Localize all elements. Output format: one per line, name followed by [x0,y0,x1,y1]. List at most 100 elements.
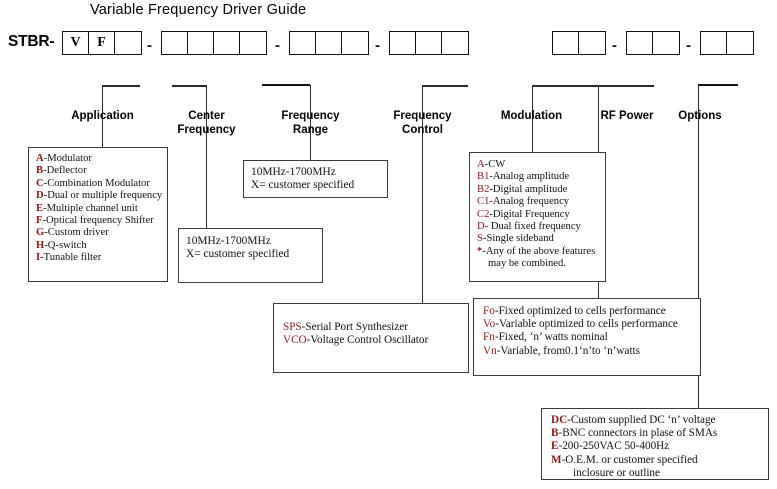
part-number-group-frequency-control[interactable] [389,31,469,55]
pn-cell[interactable] [553,32,579,54]
category-label-line: Control [402,123,443,136]
option-text: Dual or multiple frequency [47,190,163,202]
leader-tick-options [698,84,738,87]
category-label-line: Center [188,110,225,122]
option-sep: - [489,183,493,195]
part-number-prefix: STBR- [8,33,55,50]
option-sep: - [43,190,48,202]
leader-tick-center-frequency [172,85,206,87]
pn-cell[interactable] [442,32,468,54]
pn-cell[interactable] [416,32,442,54]
option-key: C1 [477,196,490,208]
category-label-line: Range [292,123,329,136]
part-number-group-frequency-range[interactable] [289,31,369,55]
pn-cell[interactable] [214,32,240,54]
category-label-frequency-control: Frequency Control [380,110,465,137]
option-key: B2 [477,183,490,195]
pn-cell[interactable] [627,32,653,54]
option-text: Multiple channel unit [46,202,138,214]
option-text: Any of the above features [485,245,596,257]
center-frequency-line: 10MHz-1700MHz [186,235,271,247]
option-key: Vo [483,318,496,331]
option-sep: - [40,252,44,264]
category-label-line: Application [71,110,134,122]
pn-cell[interactable] [701,32,727,54]
option-text: Digital amplitude [492,183,568,195]
category-label-line: Frequency [281,110,340,122]
option-key: H [36,239,45,251]
list-item: DC-Custom supplied DC ‘n’ voltage [551,414,768,427]
pn-cell[interactable] [727,32,753,54]
option-text: Custom driver [47,227,109,239]
option-sep: - [484,159,489,170]
option-text: Modulator [47,153,92,164]
option-text: Fixed, ‘n’ watts nominal [498,331,608,344]
category-label-center-frequency: Center Frequency [164,110,249,137]
option-key: B [36,165,44,177]
list-item: VCO-Voltage Control Oscillator [283,334,468,347]
option-sep: - [43,202,47,214]
option-key: VCO [283,334,307,346]
frequency-range-line: 10MHz-1700MHz [251,166,336,178]
center-frequency-detail-box: 10MHz-1700MHz X= customer specified [178,228,323,283]
pn-cell[interactable] [115,32,141,54]
option-key: B1 [477,171,490,183]
leader-tick-frequency-control [422,85,468,87]
pn-separator: - [275,37,280,54]
part-number-group-options[interactable] [700,31,754,55]
part-number-group-center-frequency[interactable] [161,31,267,55]
list-item: A-CW [477,159,605,171]
list-item: B2-Digital amplitude [477,184,605,196]
part-number-group-modulation[interactable] [552,31,606,55]
pn-cell[interactable]: F [89,32,115,54]
option-text: Optical frequency Shifter [46,215,154,227]
option-text: CW [488,159,506,170]
list-item-continuation: may be combined. [488,258,566,270]
pn-cell[interactable] [188,32,214,54]
option-key: C [36,177,44,189]
list-item: *-Any of the above features [477,246,605,258]
option-sep: - [482,245,486,257]
option-sep: - [567,414,571,426]
pn-cell[interactable] [653,32,679,54]
option-text: Variable optimized to cells performance [498,318,678,331]
pn-cell[interactable] [240,32,266,54]
category-label-application: Application [60,110,145,124]
pn-cell[interactable]: V [63,32,89,54]
leader-tick-modulation [532,85,598,87]
option-text: Combination Modulator [47,177,150,189]
option-text: Custom supplied DC ‘n’ voltage [570,414,716,426]
list-item: A-Modulator [36,153,167,165]
pn-cell[interactable] [162,32,188,54]
leader-tick-frequency-range [262,84,310,87]
part-number-group-prefix[interactable]: V F [62,31,142,55]
option-key: * [477,245,483,257]
option-text: Variable, from0.1‘n’to ‘n’watts [500,344,641,357]
pn-cell[interactable] [390,32,416,54]
option-sep: - [44,239,48,251]
list-item: M-O.E.M. or customer specified [551,454,768,467]
pn-cell[interactable] [342,32,368,54]
option-key: D [477,221,485,233]
list-item: B-Deflector [36,165,167,177]
pn-cell[interactable] [290,32,316,54]
leader-line-modulation [532,85,534,152]
category-label-line: Frequency [177,123,236,136]
option-key: B [551,427,559,440]
list-item: H-Q-switch [36,240,167,252]
part-number-group-rf-power[interactable] [626,31,680,55]
option-key: C2 [477,208,490,220]
option-sep: - [306,334,311,346]
option-key: F [36,215,43,227]
option-sep: - [489,208,493,220]
leader-line-frequency-control [422,85,424,303]
option-text: O.E.M. or customer specified [565,453,698,466]
leader-line-center-frequency [206,85,208,230]
option-sep: - [301,321,306,333]
pn-cell[interactable] [316,32,342,54]
option-sep: - [489,196,493,208]
pn-cell[interactable] [579,32,605,54]
option-key: SPS [283,321,302,333]
option-sep: - [494,305,499,317]
